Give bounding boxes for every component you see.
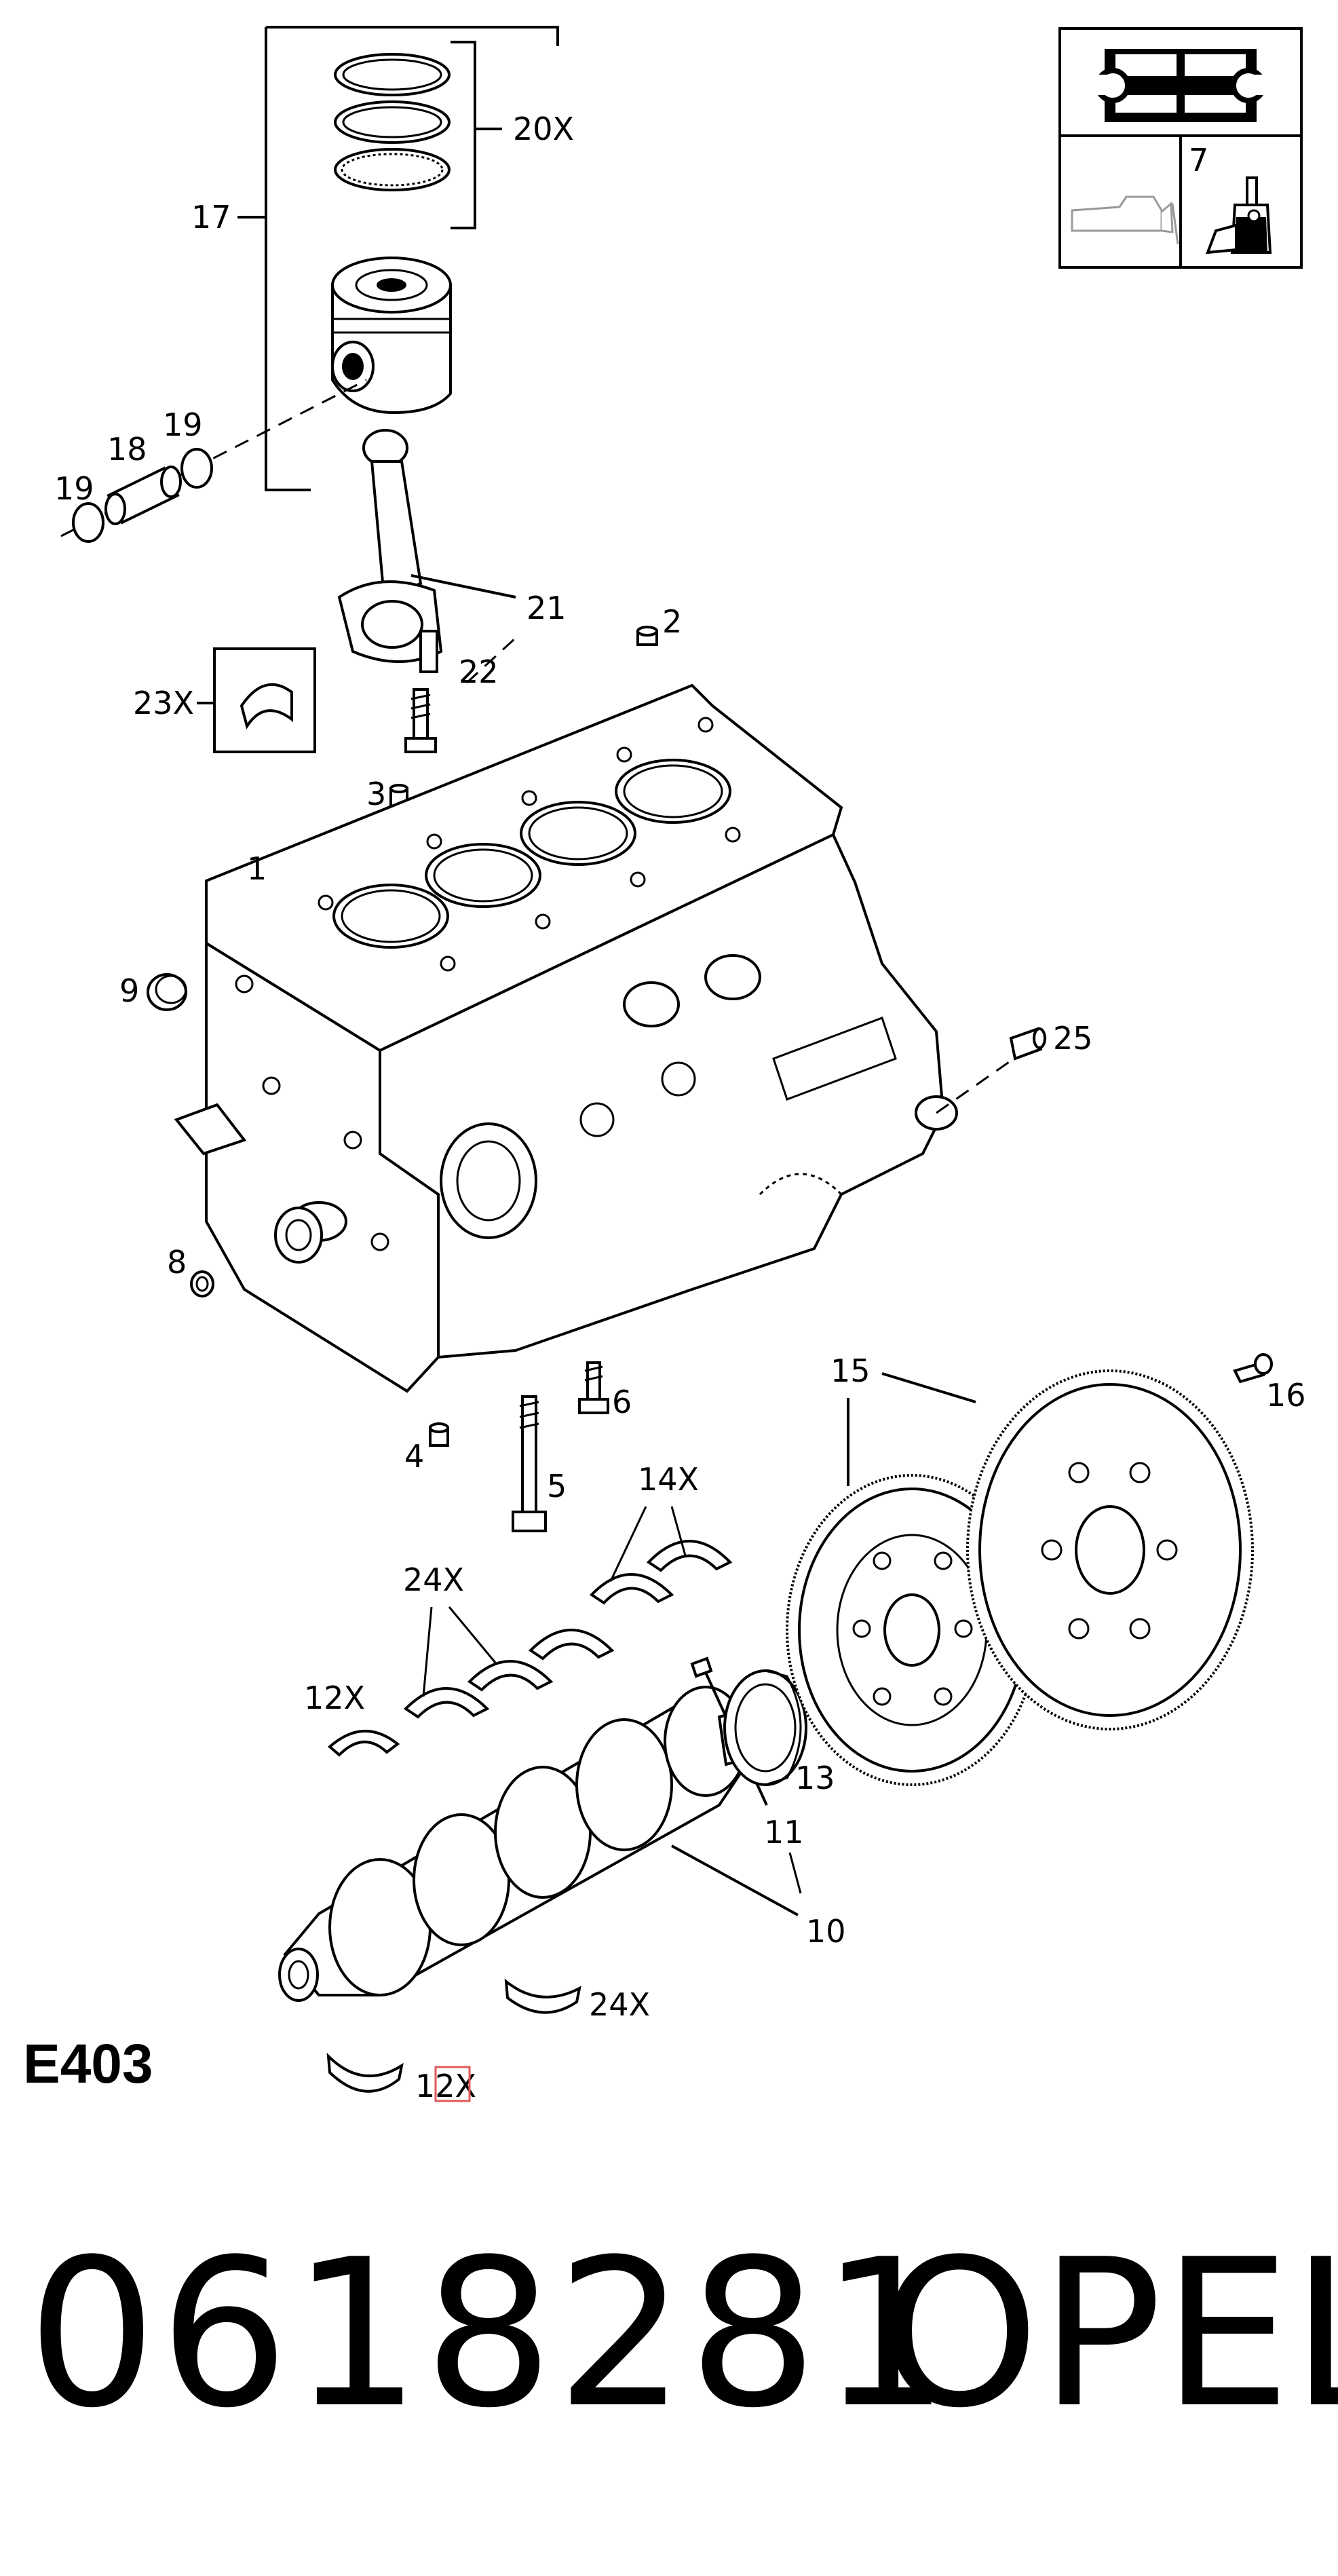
plug-8 xyxy=(190,1270,214,1298)
cylinder-block xyxy=(174,683,958,1393)
callout-16: 16 xyxy=(1266,1377,1306,1414)
callout-6: 6 xyxy=(612,1384,632,1420)
piston xyxy=(331,257,452,415)
callout-19-right: 19 xyxy=(163,406,203,443)
callout-3: 3 xyxy=(366,776,386,812)
callout-22: 22 xyxy=(459,654,499,690)
crankshaft xyxy=(278,1686,755,2002)
circlip-right xyxy=(180,448,213,489)
diagram-code: E403 xyxy=(23,2033,153,2095)
callout-19-left: 19 xyxy=(54,470,94,507)
callout-23x: 23X xyxy=(133,685,194,721)
callout-5: 5 xyxy=(547,1468,567,1504)
callout-13: 13 xyxy=(795,1760,835,1796)
info-box: 7 xyxy=(1058,27,1303,269)
piston-pin xyxy=(104,466,182,525)
callout-14x: 14X xyxy=(638,1461,699,1498)
highlight-marker xyxy=(434,2066,471,2102)
callout-4: 4 xyxy=(404,1438,424,1475)
manual-wrench-icon xyxy=(1095,49,1266,122)
expansion-plug-9 xyxy=(147,973,187,1011)
lower-bearing-shells xyxy=(326,1978,581,2093)
callout-21: 21 xyxy=(527,590,567,626)
callout-2: 2 xyxy=(662,603,682,640)
callout-9: 9 xyxy=(119,972,139,1009)
callout-7: 7 xyxy=(1189,142,1208,178)
sealant-bottle-icon xyxy=(1206,176,1272,254)
rod-bearing-box: 23X xyxy=(133,647,316,753)
callout-15: 15 xyxy=(830,1352,871,1389)
dowel-4 xyxy=(429,1422,449,1447)
callout-24x-top: 24X xyxy=(403,1561,464,1598)
main-bearing-shells xyxy=(327,1540,733,1757)
callout-11: 11 xyxy=(764,1814,804,1851)
callout-1: 1 xyxy=(247,850,267,887)
brand-name: OPEL xyxy=(879,2216,1338,2452)
rod-bolt xyxy=(404,688,437,753)
callout-8: 8 xyxy=(167,1244,187,1281)
callout-24x-bottom: 24X xyxy=(589,1986,650,2023)
connecting-rod: 21 22 xyxy=(337,429,567,753)
rear-oil-seal xyxy=(723,1669,807,1786)
piston-rings xyxy=(334,53,451,191)
callout-20x: 20X xyxy=(513,111,574,147)
flywheel-bolt-16 xyxy=(1233,1353,1273,1384)
circlip-left xyxy=(72,502,104,543)
bolt-6 xyxy=(578,1361,609,1414)
dowel-2 xyxy=(636,626,658,646)
dowel-pin-11 xyxy=(690,1656,713,1678)
flywheel xyxy=(966,1369,1254,1730)
part-number: 0618281 xyxy=(27,2216,953,2452)
oil-can-icon xyxy=(1071,195,1179,245)
callout-12x-bottom: 12X xyxy=(415,2068,476,2104)
bolt-5 xyxy=(512,1395,547,1532)
callout-18: 18 xyxy=(107,431,147,468)
piston-group: 17 20X xyxy=(54,26,574,543)
callout-17: 17 xyxy=(191,199,231,235)
callout-10: 10 xyxy=(806,1913,846,1950)
callout-25: 25 xyxy=(1053,1020,1093,1057)
dowel-25 xyxy=(1009,1027,1046,1061)
callout-12x-top: 12X xyxy=(304,1680,365,1716)
